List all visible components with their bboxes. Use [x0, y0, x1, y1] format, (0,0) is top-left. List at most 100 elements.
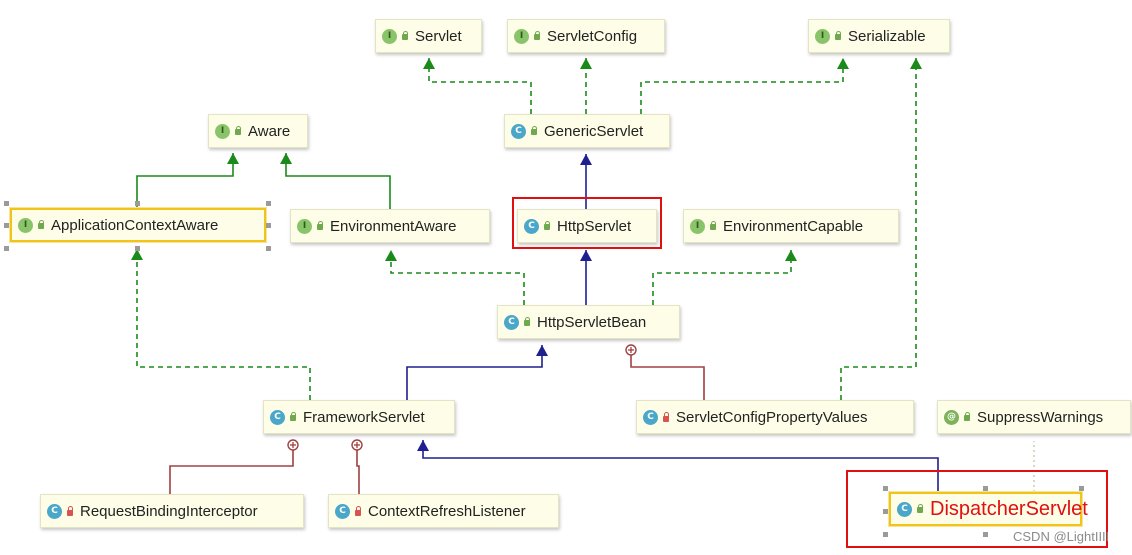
- class-name: FrameworkServlet: [303, 408, 425, 426]
- arrowhead-httpservletbean-to-httpservlet: [580, 250, 592, 261]
- public-visibility-icon: [543, 221, 551, 231]
- class-icon: C: [270, 409, 285, 425]
- arrowhead-httpservletbean-to-environmentaware: [385, 250, 397, 261]
- arrowhead-genericservlet-to-servlet: [423, 58, 435, 69]
- selection-handle[interactable]: [135, 201, 140, 206]
- public-visibility-icon: [834, 31, 842, 41]
- class-node-serializable[interactable]: I Serializable: [808, 19, 950, 53]
- interface-icon: I: [690, 218, 705, 234]
- class-node-environmentcapable[interactable]: I EnvironmentCapable: [683, 209, 899, 243]
- class-node-environmentaware[interactable]: I EnvironmentAware: [290, 209, 490, 243]
- class-node-frameworkservlet[interactable]: C FrameworkServlet: [263, 400, 455, 434]
- edge-contextrefreshlistener-to-frameworkservlet: [356, 440, 360, 494]
- class-node-genericservlet[interactable]: C GenericServlet: [504, 114, 670, 148]
- inner-class-connector-icon: [351, 439, 363, 451]
- class-name: ServletConfig: [547, 27, 638, 45]
- class-name: Aware: [248, 122, 291, 140]
- highlight-box-httpservlet: [512, 197, 662, 249]
- class-node-servlet[interactable]: I Servlet: [375, 19, 482, 53]
- class-node-suppresswarnings[interactable]: @ SuppressWarnings: [937, 400, 1131, 434]
- public-visibility-icon: [530, 126, 538, 136]
- public-visibility-icon: [316, 221, 324, 231]
- class-icon: C: [524, 218, 539, 234]
- class-name: SuppressWarnings: [977, 408, 1104, 426]
- watermark: CSDN @LightIIII: [1013, 529, 1110, 544]
- class-name: Servlet: [415, 27, 462, 45]
- class-node-aware[interactable]: I Aware: [208, 114, 308, 148]
- selection-handle[interactable]: [266, 246, 271, 251]
- interface-icon: I: [514, 28, 529, 44]
- class-icon: C: [335, 503, 350, 519]
- class-node-servletconfigpropertyvalues[interactable]: C ServletConfigPropertyValues: [636, 400, 914, 434]
- private-visibility-icon: [66, 506, 74, 516]
- selection-handle[interactable]: [4, 223, 9, 228]
- selection-handle[interactable]: [883, 509, 888, 514]
- class-name: DispatcherServlet: [930, 497, 1088, 520]
- arrowhead-servletconfigpropertyvalues-to-serializable: [910, 58, 922, 69]
- class-icon: C: [897, 501, 912, 517]
- edge-environmentaware-to-aware: [285, 153, 391, 209]
- public-visibility-icon: [963, 412, 971, 422]
- public-visibility-icon: [709, 221, 717, 231]
- class-node-dispatcherservlet[interactable]: C DispatcherServlet: [889, 492, 1088, 526]
- arrowhead-genericservlet-to-servletconfig: [580, 58, 592, 69]
- edge-servletconfigpropertyvalues-to-serializable: [840, 58, 917, 400]
- class-name: EnvironmentAware: [330, 217, 457, 235]
- arrowhead-genericservlet-to-serializable: [837, 58, 849, 69]
- selection-handle[interactable]: [266, 223, 271, 228]
- arrowhead-httpservlet-to-genericservlet: [580, 154, 592, 165]
- class-node-contextrefreshlistener[interactable]: C ContextRefreshListener: [328, 494, 559, 528]
- selection-handle[interactable]: [983, 532, 988, 537]
- edge-frameworkservlet-to-httpservletbean: [406, 345, 543, 400]
- class-icon: C: [47, 503, 62, 519]
- arrowhead-environmentaware-to-aware: [280, 153, 292, 164]
- class-name: ApplicationContextAware: [51, 216, 219, 234]
- class-node-httpservlet[interactable]: C HttpServlet: [517, 209, 657, 243]
- public-visibility-icon: [916, 504, 924, 514]
- interface-icon: I: [297, 218, 312, 234]
- class-node-httpservletbean[interactable]: C HttpServletBean: [497, 305, 680, 339]
- edge-genericservlet-to-servlet: [428, 58, 532, 114]
- interface-icon: I: [382, 28, 397, 44]
- class-name: RequestBindingInterceptor: [80, 502, 258, 520]
- interface-icon: I: [815, 28, 830, 44]
- class-name: HttpServletBean: [537, 313, 647, 331]
- class-icon: C: [504, 314, 519, 330]
- class-name: GenericServlet: [544, 122, 644, 140]
- class-name: ServletConfigPropertyValues: [676, 408, 868, 426]
- class-icon: C: [643, 409, 658, 425]
- arrowhead-frameworkservlet-to-httpservletbean: [536, 345, 548, 356]
- selection-handle[interactable]: [266, 201, 271, 206]
- class-node-servletconfig[interactable]: I ServletConfig: [507, 19, 665, 53]
- selection-handle[interactable]: [4, 246, 9, 251]
- selection-handle[interactable]: [4, 201, 9, 206]
- selection-handle[interactable]: [883, 532, 888, 537]
- edge-requestbindinginterceptor-to-frameworkservlet: [169, 440, 294, 494]
- public-visibility-icon: [533, 31, 541, 41]
- class-node-requestbindinginterceptor[interactable]: C RequestBindingInterceptor: [40, 494, 304, 528]
- class-name: EnvironmentCapable: [723, 217, 864, 235]
- selection-handle[interactable]: [1079, 486, 1084, 491]
- edge-frameworkservlet-to-applicationcontextaware: [136, 249, 311, 400]
- edge-httpservletbean-to-environmentaware: [390, 250, 525, 305]
- interface-icon: I: [215, 123, 230, 139]
- private-visibility-icon: [662, 412, 670, 422]
- selection-handle[interactable]: [883, 486, 888, 491]
- public-visibility-icon: [37, 220, 45, 230]
- private-visibility-icon: [354, 506, 362, 516]
- interface-icon: I: [18, 217, 33, 233]
- selection-handle[interactable]: [135, 246, 140, 251]
- public-visibility-icon: [523, 317, 531, 327]
- selection-handle[interactable]: [983, 486, 988, 491]
- edge-servletconfigpropertyvalues-to-httpservletbean: [630, 345, 705, 400]
- class-name: ContextRefreshListener: [368, 502, 526, 520]
- arrowhead-dispatcherservlet-to-frameworkservlet: [417, 440, 429, 451]
- class-node-applicationcontextaware[interactable]: I ApplicationContextAware: [10, 208, 266, 242]
- edge-httpservletbean-to-environmentcapable: [652, 250, 792, 305]
- edge-applicationcontextaware-to-aware: [136, 153, 234, 208]
- arrowhead-httpservletbean-to-environmentcapable: [785, 250, 797, 261]
- class-name: HttpServlet: [557, 217, 632, 235]
- class-icon: C: [511, 123, 526, 139]
